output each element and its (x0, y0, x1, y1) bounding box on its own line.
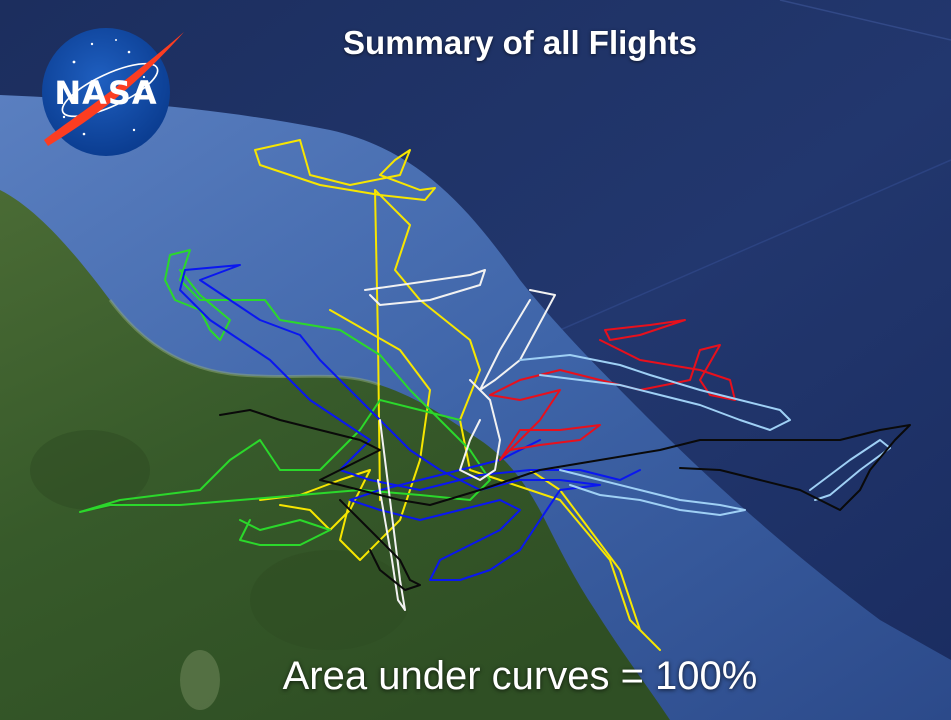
ridge-line (559, 159, 951, 331)
logo-stars (62, 39, 146, 136)
logo-text: NASA (54, 74, 157, 112)
flight-track-yellow (254, 139, 661, 651)
flight-track-green (79, 249, 491, 546)
flight-track-white (364, 269, 556, 611)
flight-track-blue (179, 264, 641, 581)
terrain-patch (250, 550, 410, 650)
logo-orbit (61, 62, 159, 118)
terrain-patch (30, 430, 150, 510)
flight-track-black (219, 409, 911, 591)
flight-track-lightblue (519, 354, 891, 516)
nasa-meatball-logo: NASA (42, 28, 184, 156)
area-caption: Area under curves = 100% (282, 654, 758, 698)
logo-chevron (44, 32, 184, 146)
ridge-line-top (779, 0, 951, 41)
coastline (108, 299, 381, 387)
terrain-patch (180, 650, 220, 710)
page-title: Summary of all Flights (343, 24, 697, 61)
